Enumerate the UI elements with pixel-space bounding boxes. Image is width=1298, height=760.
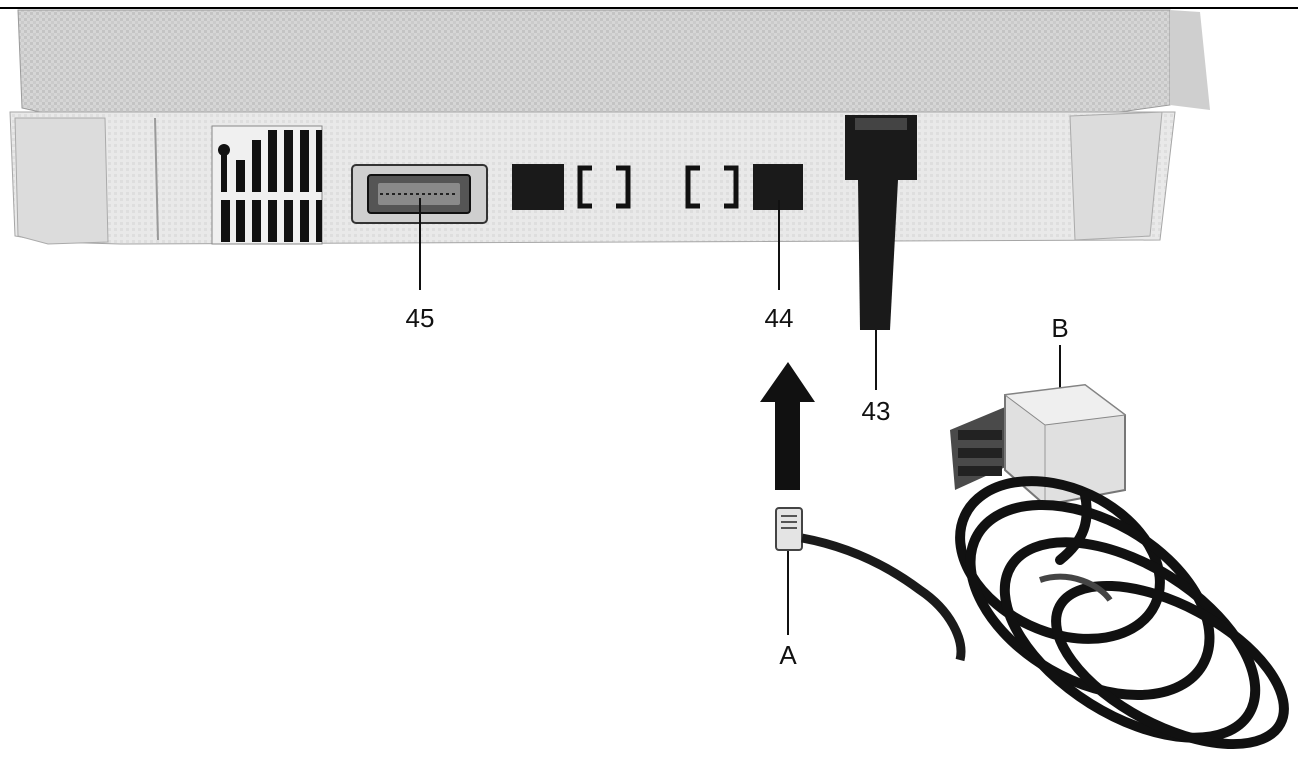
callout-a: A (779, 640, 797, 670)
jack-port-empty-left (577, 165, 631, 209)
rj-plug-icon (775, 507, 803, 551)
power-cable (845, 115, 917, 330)
coiled-cable-icon (955, 476, 1289, 750)
callout-45: 45 (406, 303, 435, 333)
device-body (9, 9, 1210, 245)
callout-43: 43 (862, 396, 891, 426)
jack-port-filled-left (512, 164, 564, 210)
cable-band (1039, 573, 1113, 602)
insert-arrow-icon (760, 362, 815, 490)
callout-b: B (1051, 313, 1068, 343)
jack-ports (512, 164, 803, 210)
plug-cable (801, 533, 966, 662)
plug-adapter-icon (950, 383, 1127, 507)
jack-port-empty-right (685, 165, 739, 209)
vent-grille-icon (211, 125, 323, 245)
callout-44: 44 (765, 303, 794, 333)
